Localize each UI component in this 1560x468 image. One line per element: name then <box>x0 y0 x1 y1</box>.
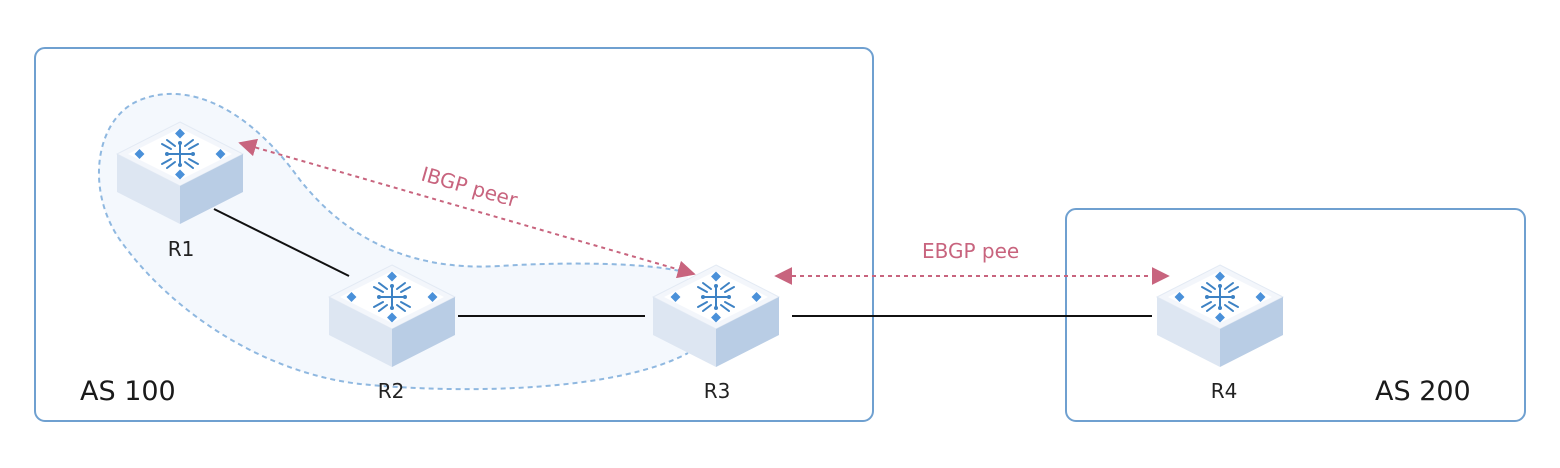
as100-label: AS 100 <box>80 376 176 407</box>
ibgp-peer-line <box>238 138 696 279</box>
router-r3-label: R3 <box>704 379 731 403</box>
router-r2-label: R2 <box>378 379 405 403</box>
as200-label: AS 200 <box>1375 376 1471 407</box>
router-r4-icon[interactable] <box>1156 264 1284 368</box>
as100-boundary <box>34 47 874 422</box>
router-r1-label: R1 <box>168 237 195 261</box>
ebgp-peer-label: EBGP pee <box>922 239 1019 263</box>
ibgp-peer-label: IBGP peer <box>419 162 521 212</box>
router-r4-label: R4 <box>1211 379 1238 403</box>
